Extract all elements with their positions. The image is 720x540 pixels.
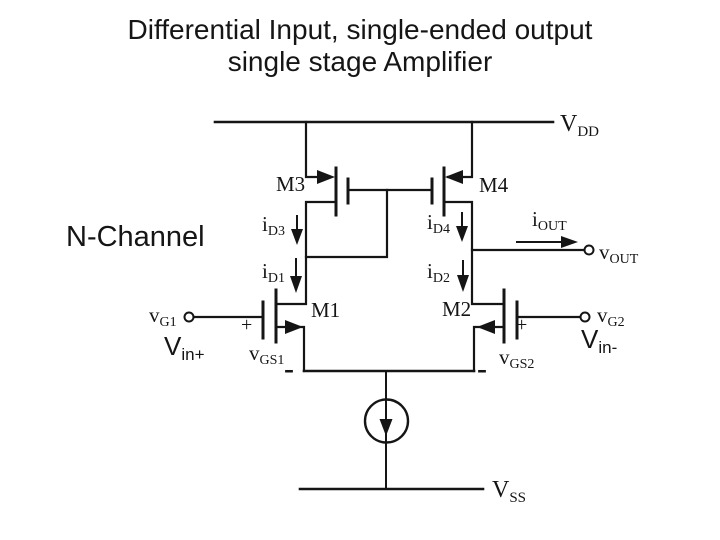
vgs1-minus-sign: - — [284, 352, 294, 385]
title-line-1: Differential Input, single-ended output — [128, 14, 593, 45]
m1-source-arrow-icon — [285, 320, 303, 334]
m4-source-wire — [446, 120, 474, 179]
m4-source-arrow-icon — [445, 170, 463, 184]
transistor-m3 — [317, 166, 350, 217]
id3-current-arrow — [291, 215, 303, 245]
vout-terminal — [583, 244, 595, 256]
iout-current-arrow — [516, 236, 578, 248]
vss-label: VSS — [492, 477, 526, 506]
n-channel-label: N-Channel — [66, 221, 205, 253]
vgs2-plus-sign: + — [516, 314, 527, 336]
id4-arrowhead-icon — [456, 226, 468, 242]
vgs2-label: vGS2 — [499, 345, 534, 372]
m3-m1-drain-wire — [275, 200, 338, 306]
vout-label: vOUT — [599, 240, 639, 267]
vgs1-label: vGS1 — [249, 341, 284, 368]
vg2-terminal — [579, 311, 591, 323]
m3-gate-drain-tie-wire — [304, 188, 389, 259]
vin-plus-label: Vin+ — [164, 331, 205, 364]
transistor-m4 — [430, 166, 463, 217]
id2-current-arrow — [457, 260, 469, 292]
m1-label: M1 — [311, 298, 340, 322]
id1-arrowhead-icon — [290, 276, 302, 293]
vg1-label: vG1 — [149, 303, 177, 330]
id3-label: iD3 — [262, 212, 285, 239]
vin-minus-label: Vin- — [581, 324, 617, 357]
m2-label: M2 — [442, 297, 471, 321]
vgs1-plus-sign: + — [241, 314, 252, 336]
tail-current-source — [363, 398, 410, 444]
m4-m2-drain-wire — [442, 200, 505, 306]
transistor-m1 — [261, 288, 303, 344]
m2-source-arrow-icon — [477, 320, 495, 334]
id4-label: iD4 — [427, 210, 450, 237]
iout-arrowhead-icon — [561, 236, 578, 248]
vgs2-minus-sign: - — [477, 352, 487, 385]
id3-arrowhead-icon — [291, 229, 303, 245]
m4-label: M4 — [479, 173, 509, 197]
id1-label: iD1 — [262, 259, 285, 286]
id1-current-arrow — [290, 258, 302, 293]
vg1-terminal — [183, 311, 195, 323]
iout-label: iOUT — [532, 207, 567, 234]
id2-label: iD2 — [427, 259, 450, 286]
id4-current-arrow — [456, 212, 468, 242]
current-source-circle — [363, 398, 410, 444]
m3-label: M3 — [276, 172, 305, 196]
title-line-2: single stage Amplifier — [228, 46, 493, 77]
vg2-label: vG2 — [597, 303, 625, 330]
vdd-label: VDD — [560, 111, 599, 140]
m3-source-arrow-icon — [317, 170, 335, 184]
current-source-arrow-icon — [379, 419, 393, 436]
id2-arrowhead-icon — [457, 275, 469, 292]
m3-source-wire — [304, 120, 332, 179]
transistor-m2 — [477, 288, 519, 344]
